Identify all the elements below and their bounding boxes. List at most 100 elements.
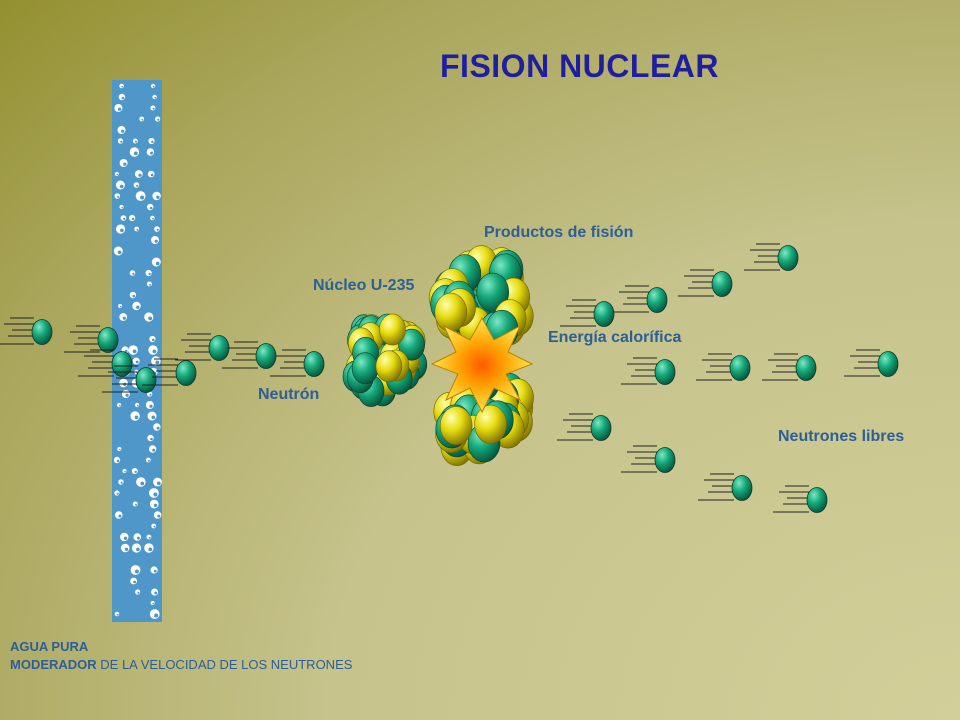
neutron-group — [0, 243, 899, 513]
water-bubble — [132, 501, 138, 507]
uranium-nucleus — [342, 313, 428, 407]
water-bubble — [136, 477, 146, 487]
neutron-ball — [654, 447, 676, 473]
neutron — [744, 243, 799, 271]
neutron-particle — [351, 352, 379, 385]
water-bubble — [114, 104, 123, 112]
water-bubble — [150, 105, 156, 111]
neutron-ball — [711, 271, 733, 297]
water-bubble — [122, 468, 127, 474]
water-bubble — [151, 588, 159, 596]
neutron — [678, 269, 733, 297]
neutron-ball — [729, 355, 751, 381]
water-bubble — [147, 170, 155, 178]
water-bubble — [118, 304, 123, 308]
footer-caption: AGUA PURA MODERADOR DE LA VELOCIDAD DE L… — [10, 638, 352, 674]
water-bubble — [153, 511, 162, 519]
water-bubble — [135, 191, 146, 201]
water-bubble — [131, 468, 138, 474]
water-bubble — [119, 313, 128, 321]
water-bubble — [149, 335, 156, 343]
water-bubble — [150, 566, 158, 574]
water-bubble — [133, 533, 142, 541]
page-title: FISION NUCLEAR — [440, 48, 719, 84]
water-bubble — [116, 224, 126, 234]
water-bubble — [120, 543, 130, 553]
proton-particle — [379, 313, 406, 346]
water-bubble — [117, 446, 122, 452]
water-bubble — [150, 215, 155, 221]
water-bubble — [120, 215, 127, 221]
neutron — [698, 473, 753, 501]
water-bubble — [147, 391, 153, 397]
water-bubble — [147, 203, 154, 211]
proton-particle — [434, 292, 468, 332]
water-bubble — [152, 94, 157, 100]
water-bubble — [118, 93, 126, 101]
water-bubble — [144, 312, 154, 322]
water-bubble — [151, 523, 157, 529]
water-bubble — [151, 356, 161, 366]
water-bubble — [149, 609, 160, 619]
label-neutron: Neutrón — [258, 386, 320, 403]
water-bubble — [121, 390, 130, 398]
neutron — [762, 353, 817, 381]
water-bubble — [119, 378, 128, 388]
water-bubble — [113, 246, 123, 256]
water-bubble — [139, 116, 145, 122]
water-bubble — [117, 126, 126, 134]
neutron-ball — [795, 355, 817, 381]
neutron-ball — [31, 319, 53, 345]
pure-water-moderator — [112, 80, 162, 622]
water-bubble — [149, 499, 159, 509]
water-bubble — [151, 236, 159, 244]
neutron — [142, 358, 197, 386]
neutron-ball — [646, 287, 668, 313]
water-bubble — [135, 589, 141, 595]
label-nucleus: Núcleo U-235 — [313, 277, 415, 294]
water-bubble — [119, 83, 124, 89]
neutron-ball — [806, 487, 828, 513]
neutron-ball — [97, 327, 119, 353]
neutron-ball — [111, 351, 133, 377]
water-bubble — [134, 170, 143, 178]
water-bubble — [153, 477, 162, 487]
water-bubble — [154, 226, 160, 232]
label-heat-energy: Energía calorífica — [548, 329, 682, 346]
neutron-particle — [398, 328, 425, 361]
neutron — [557, 413, 612, 441]
neutron — [560, 299, 615, 327]
neutron-ball — [175, 360, 197, 386]
neutron — [78, 349, 133, 377]
water-bubble — [113, 456, 121, 464]
water-bubble — [130, 565, 141, 575]
neutron — [621, 445, 676, 473]
water-bubble — [132, 301, 141, 311]
neutron — [621, 357, 676, 385]
water-bubble — [128, 345, 138, 355]
water-bubble — [149, 488, 159, 498]
water-bubble — [151, 257, 161, 267]
water-bubble — [150, 83, 156, 89]
water-bubble — [114, 490, 120, 496]
label-fission-products: Productos de fisión — [484, 224, 634, 241]
water-bubble — [130, 577, 138, 585]
heat-energy-burst — [430, 316, 534, 414]
neutron-ball — [255, 343, 277, 369]
proton-particle — [474, 404, 507, 444]
neutron-ball — [135, 367, 157, 393]
water-bubble — [129, 214, 136, 222]
water-bubble — [129, 291, 137, 299]
water-bubble — [145, 457, 151, 463]
neutron-ball — [590, 415, 612, 441]
neutron — [844, 349, 899, 377]
water-bubble — [132, 357, 140, 365]
neutron — [613, 285, 668, 313]
footer-line-1: AGUA PURA — [10, 639, 89, 654]
water-bubble — [114, 193, 121, 199]
water-bubble — [130, 411, 140, 421]
water-bubble — [144, 543, 154, 553]
water-bubble — [146, 148, 155, 156]
